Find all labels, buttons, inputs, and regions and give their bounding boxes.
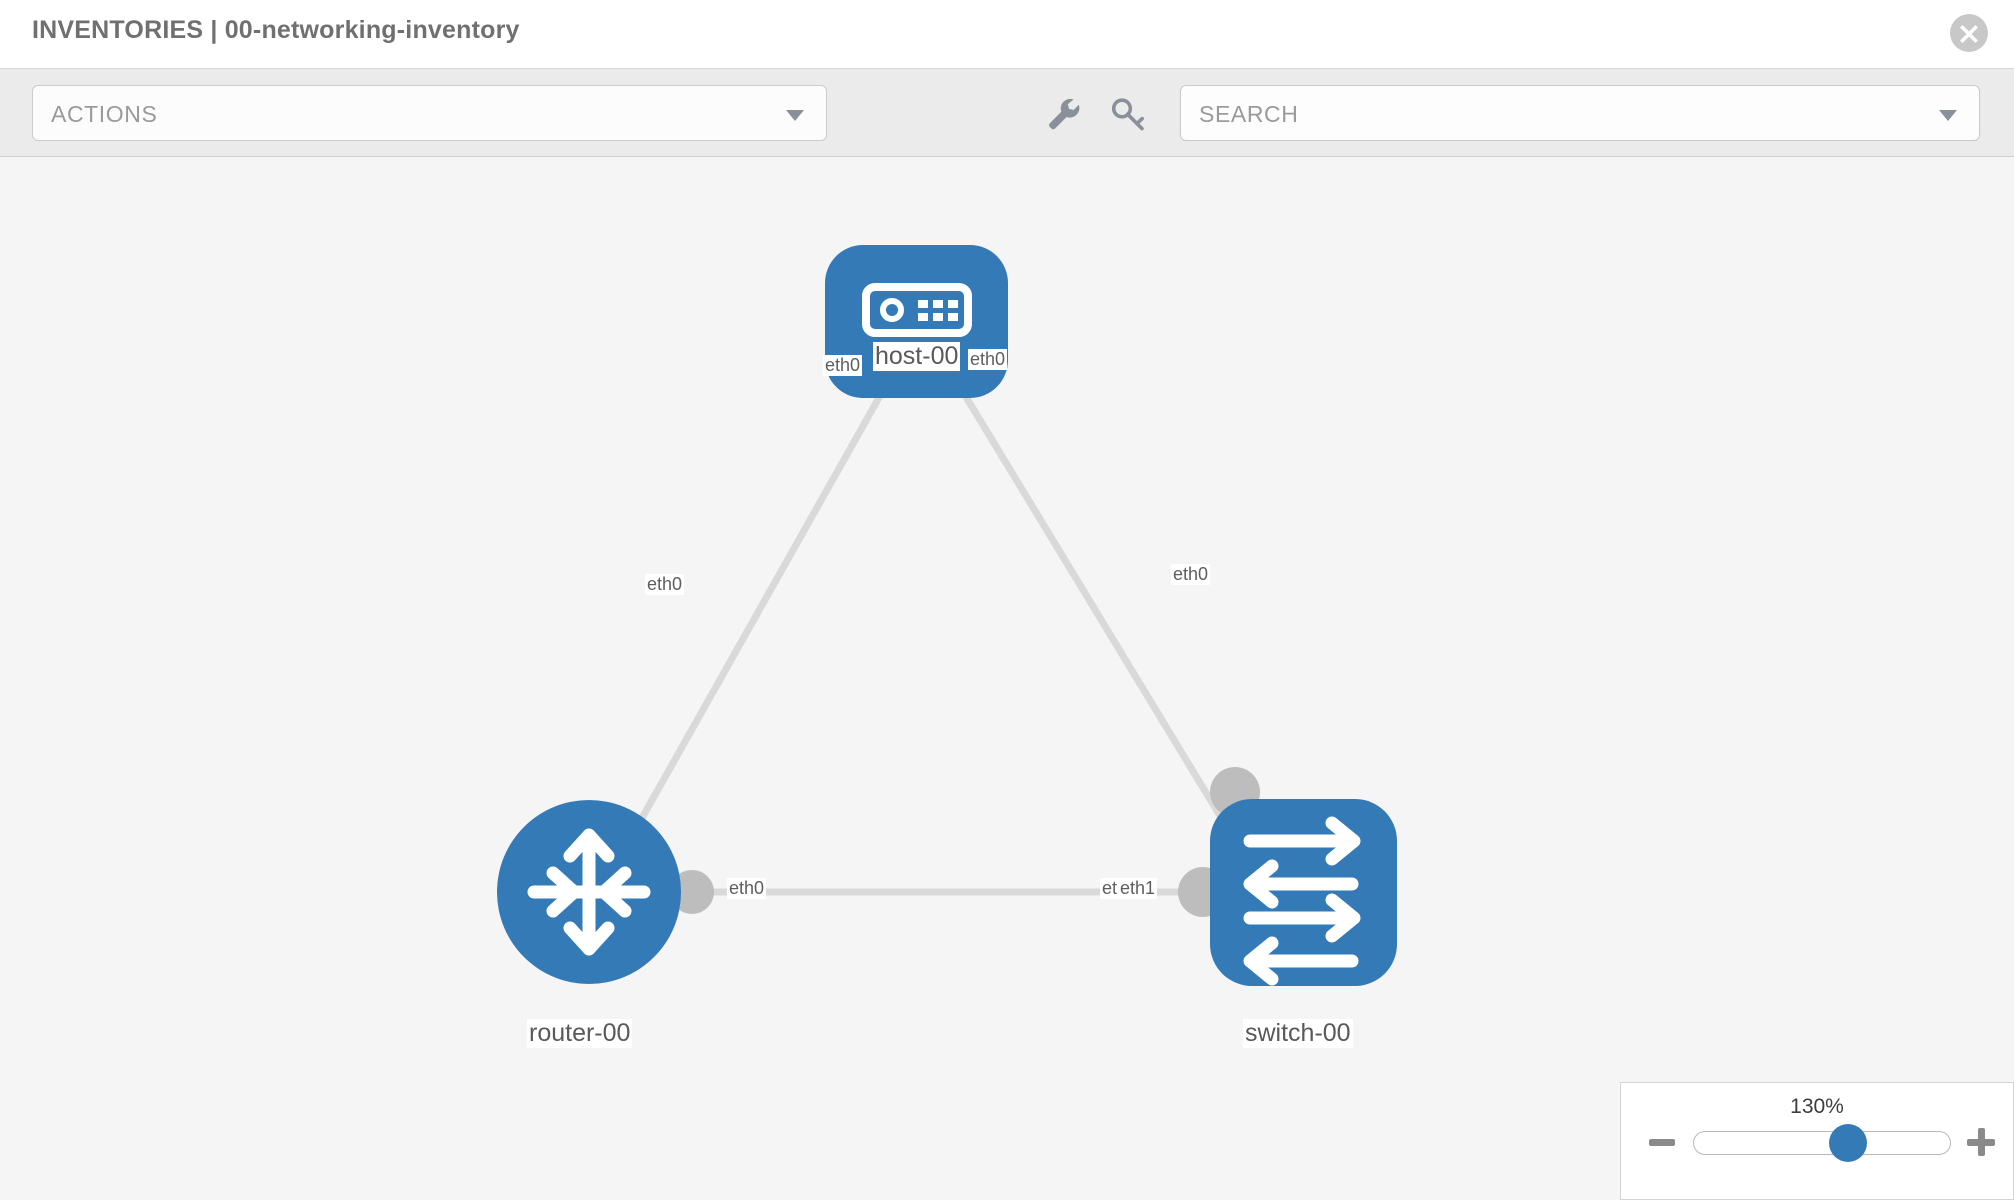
edge-host-router [616, 385, 889, 859]
connector-layer [670, 330, 1260, 917]
edge-label-switch-up-eth0: eth0 [1171, 564, 1211, 585]
node-label-router-00: router-00 [527, 1019, 633, 1048]
zoom-out-button[interactable] [1649, 1139, 1675, 1146]
topology-canvas[interactable]: host-00 router-00 switch-00 eth0 eth0 et… [0, 157, 2014, 1200]
zoom-percentage: 130% [1790, 1095, 1844, 1118]
node-label-host-00: host-00 [873, 342, 961, 371]
close-icon[interactable] [1950, 14, 1988, 52]
server-icon [862, 283, 972, 337]
topology-graph [497, 245, 1397, 986]
switch-arrows-icon [1243, 816, 1361, 986]
edge-label-router-right-eth0: eth0 [727, 878, 767, 899]
actions-dropdown[interactable]: ACTIONS [32, 85, 827, 141]
edge-label-host-left-eth0: eth0 [823, 355, 863, 376]
edge-label-router-up-eth0: eth0 [645, 574, 685, 595]
zoom-control: 130% [1620, 1082, 2014, 1200]
node-switch-00 [1210, 799, 1397, 986]
edge-host-switch [957, 385, 1248, 859]
toolbar: ACTIONS SEARCH [0, 68, 2014, 157]
zoom-slider-thumb[interactable] [1829, 1124, 1868, 1162]
actions-dropdown-label: ACTIONS [51, 101, 158, 127]
edge-label-switch-left-eth1: eth1 [1118, 878, 1158, 899]
search-chevron-down-icon[interactable] [1939, 110, 1957, 121]
connector-router-right [670, 870, 714, 914]
router-arrows-icon [527, 828, 651, 956]
key-icon[interactable] [1108, 93, 1148, 133]
edge-layer [616, 385, 1250, 896]
zoom-slider-track[interactable] [1693, 1131, 1951, 1155]
node-label-switch-00: switch-00 [1243, 1019, 1353, 1048]
edge-label-host-right-eth0: eth0 [968, 349, 1008, 370]
zoom-in-button[interactable] [1967, 1128, 1995, 1156]
search-placeholder: SEARCH [1199, 101, 1299, 127]
page-title: INVENTORIES | 00-networking-inventory [32, 16, 520, 44]
search-input[interactable]: SEARCH [1180, 85, 1980, 141]
page-header: INVENTORIES | 00-networking-inventory [0, 0, 2014, 68]
node-host-00 [825, 245, 1008, 398]
wrench-icon[interactable] [1043, 93, 1083, 133]
node-router-00 [497, 800, 681, 984]
chevron-down-icon [786, 110, 804, 121]
